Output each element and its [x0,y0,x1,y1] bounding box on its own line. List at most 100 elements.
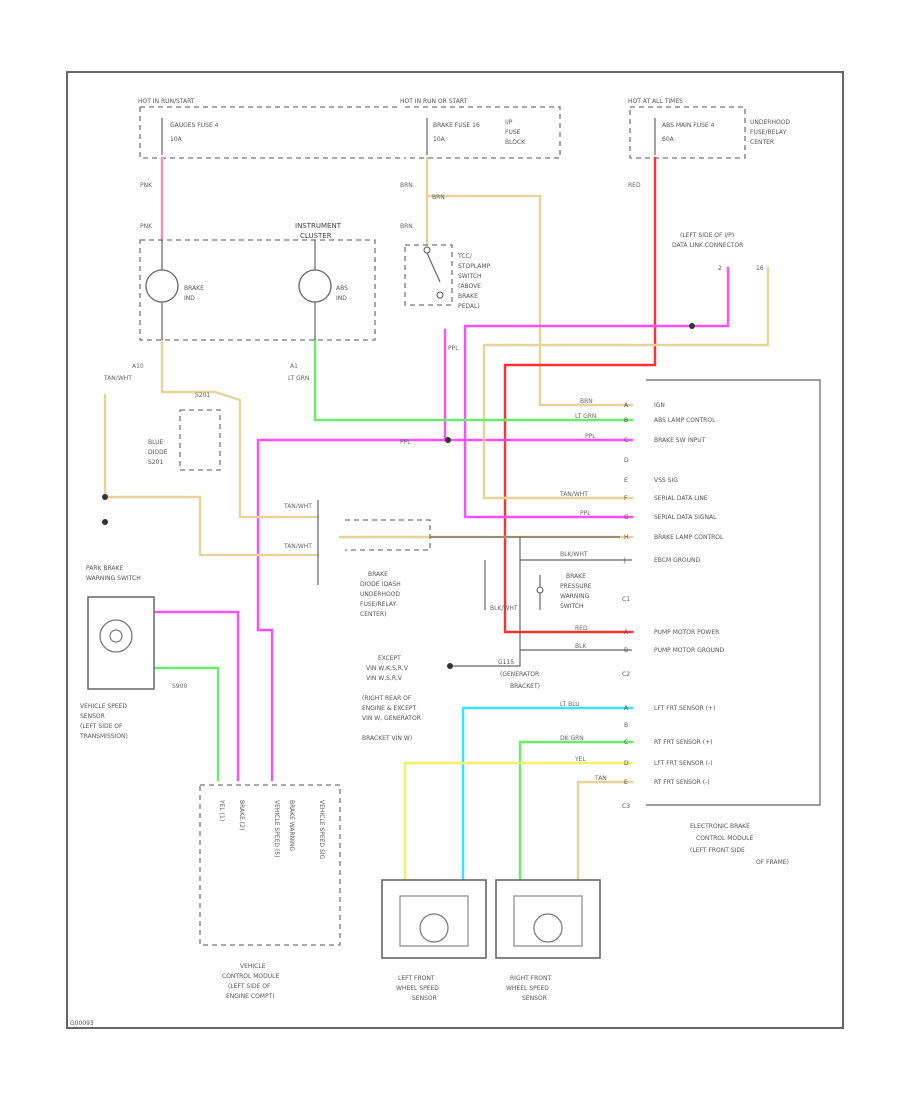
ebcm-pin-11-function: PUMP MOTOR GROUND [654,647,724,654]
ebcm-conn-c1: C1 [622,596,630,603]
label-lt-grn: LT GRN [288,375,309,382]
diode-1: BLUE [148,439,164,446]
genbr-3: BRACKET) [510,683,540,690]
label-ppl-ebcm: PPL [585,433,596,440]
gnote-6: VIN W, GENERATOR [362,715,421,722]
fuse-block-left: HOT IN RUN/START GAUGES FUSE 4 10A [138,98,405,159]
ebcm-pin-14-id: C [624,739,628,746]
pressure-2: PRESSURE [560,583,592,590]
ebcm-pin-12-function: LFT FRT SENSOR (+) [654,705,715,712]
wire-tan-dlc [482,266,770,500]
gnote-5: ENGINE & EXCEPT [362,705,417,712]
vehicle-control-module: YEL (1)BRAKE (2)VEHICLE SPEED (5)BRAKE W… [199,784,341,1000]
ebcm-label-3: (LEFT FRONT SIDE [690,847,745,854]
ebcm-pin-4-id: D [624,457,629,464]
fuse-right-desc-3: CENTER [750,139,774,146]
rf-sensor-2: WHEEL SPEED [506,985,549,992]
fuse-left-name: GAUGES FUSE 4 [170,122,219,129]
label-ppl-ebcm-2: PPL [580,510,591,517]
gnote-2: VIN W,K,S,R,V [366,665,409,672]
label-red-top: RED [628,182,641,189]
label-brn-ebcm: BRN [580,398,593,405]
fuse-right-title: HOT AT ALL TIMES [628,98,683,105]
label-brn-sw: BRN [400,223,413,230]
vcm-label-4: ENGINE COMPT) [226,993,275,1000]
abs-indicator-lamp [298,269,332,303]
ebcm-pin-10-function: PUMP MOTOR POWER [654,629,719,636]
label-ppl-vert: PPL [448,345,459,352]
label-tan: TAN [594,775,607,782]
pressure-4: SWITCH [560,603,584,610]
wire-ppl-vcm [256,438,447,782]
stoplamp-6: PEDAL) [458,303,480,310]
gnote-3: VIN W,S,R,V [366,675,403,682]
stoplamp-switch: TCC/ STOPLAMP SWITCH (ABOVE BRAKE PEDAL) [404,244,491,310]
ebcm-label-2: CONTROL MODULE [696,835,753,842]
brake-diode: TAN/WHT TAN/WHT BRAKE DIODE (DASH UNDERH… [283,500,431,618]
gnote-1: EXCEPT [378,655,401,662]
brake-diode-5: CENTER) [360,611,386,618]
vss-3: (LEFT SIDE OF [80,723,123,730]
vcm-pin-1: YEL (1) [218,799,225,821]
dlc-label-2: DATA LINK CONNECTOR [672,242,743,249]
park-brake-2: WARNING SWITCH [86,575,141,582]
fuse-mid-desc-1: I/P [505,119,513,126]
ebcm-pin-7-function: SERIAL DATA SIGNAL [654,514,717,521]
label-tan-wht-d2: TAN/WHT [283,543,312,550]
lf-sensor-2: WHEEL SPEED [396,985,439,992]
ebcm-pin-15-id: D [624,760,629,767]
ebcm-pin-2-function: ABS LAMP CONTROL [654,417,716,424]
splice-s201: S201 [195,392,210,399]
stoplamp-1: TCC/ [457,253,473,260]
wire-brn-main [425,194,634,407]
label-tan-wht: TAN/WHT [103,375,132,382]
pressure-3: WARNING [560,593,590,600]
label-ppl: PPL [400,439,411,446]
diagram-border [66,71,844,1029]
abs-ind-label-1: ABS [336,285,348,292]
fuse-right-name: ABS MAIN FUSE 4 [662,122,715,129]
label-dkgrn: DK GRN [560,735,584,742]
ebcm-pin-8-function: BRAKE LAMP CONTROL [654,534,724,541]
ebcm-pin-16-function: RT FRT SENSOR (-) [654,779,710,786]
vcm-label-2: CONTROL MODULE [222,973,279,980]
genbr-1: G115 [498,659,514,666]
ebcm-pin-13-id: B [624,722,628,729]
gnote-4: (RIGHT REAR OF [362,695,412,702]
brake-indicator-lamp [145,269,179,303]
cluster-title-2: CLUSTER [300,232,332,240]
label-tanwht-ebcm: TAN/WHT [559,491,588,498]
ebcm-pin-7-id: G [624,514,629,521]
ebcm-pin-1-id: A [624,402,629,409]
label-blkwht-ebcm: BLK/WHT [560,551,588,558]
wire-ppl-brake-sw [443,328,634,442]
footer-code: G00093 [70,1020,94,1027]
ebcm-label-4: OF FRAME) [756,859,789,866]
abs-ind-label-2: IND [336,295,347,302]
wire-ppl-vss [153,610,240,782]
genbr-2: (GENERATOR [500,671,539,678]
brake-ind-label-1: BRAKE [184,285,204,292]
vcm-label-1: VEHICLE [240,963,266,970]
brake-diode-4: FUSE/RELAY [360,601,397,608]
label-pnk-inst: PNK [140,223,153,230]
ebcm-pin-3-id: C [624,437,628,444]
label-brn-side: BRN [432,194,445,201]
wire-yel [403,761,634,882]
wire-dk-grn-sensor [518,740,634,882]
wire-tan-park [103,393,320,557]
pressure-1: BRAKE [566,573,586,580]
dlc-pin-16: 16 [756,265,764,272]
lf-sensor-1: LEFT FRONT [398,975,435,982]
fuse-right-desc-1: UNDERHOOD [750,119,790,126]
rf-sensor-3: SENSOR [522,995,547,1002]
label-a1: A1 [290,363,298,370]
ebcm-pin-2-id: B [624,417,628,424]
wire-dk-grn-vss [153,666,220,782]
stoplamp-4: (ABOVE [458,283,481,290]
ebcm-conn-c2: C2 [622,671,630,678]
vcm-pin-5: VEHICLE SPEED SIG [318,800,325,860]
label-red-ebcm: RED [575,625,588,632]
ebcm-pin-16-id: E [624,779,628,786]
